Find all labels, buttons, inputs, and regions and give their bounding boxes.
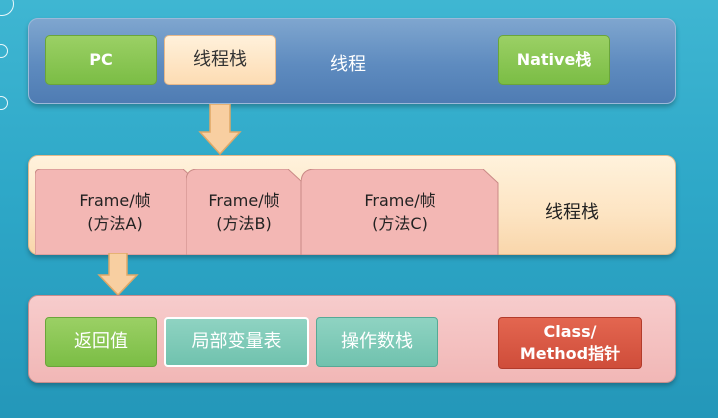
local-var-table-box: 局部变量表 xyxy=(164,317,309,367)
thread-label: 线程 xyxy=(330,54,366,75)
frame-c-line2: (方法C) xyxy=(372,214,428,233)
native-stack-label: Native栈 xyxy=(516,50,592,70)
class-method-line2: Method指针 xyxy=(519,344,621,363)
down-arrow-icon xyxy=(198,104,242,156)
pc-label: PC xyxy=(89,50,113,70)
frame-b-label: Frame/帧 (方法B) xyxy=(186,182,302,242)
frame-c-tab xyxy=(301,169,499,255)
frame-c-line1: Frame/帧 xyxy=(364,190,436,210)
frame-a-line2: (方法A) xyxy=(87,214,143,233)
local-var-table-label: 局部变量表 xyxy=(191,330,282,352)
thread-stack-panel-label: 线程栈 xyxy=(545,202,599,223)
thread-stack-label: 线程栈 xyxy=(193,48,247,70)
pc-box: PC xyxy=(45,35,157,85)
return-value-label: 返回值 xyxy=(74,330,128,352)
thread-stack-box: 线程栈 xyxy=(164,35,276,85)
operand-stack-box: 操作数栈 xyxy=(316,317,438,367)
native-stack-box: Native栈 xyxy=(498,35,610,85)
decoration-circle xyxy=(0,44,8,58)
decoration-circle xyxy=(0,96,8,110)
class-method-pointer-box: Class/ Method指针 xyxy=(498,317,642,369)
operand-stack-label: 操作数栈 xyxy=(341,330,413,352)
down-arrow-icon xyxy=(97,253,139,297)
return-value-box: 返回值 xyxy=(45,317,157,367)
frame-b-line2: (方法B) xyxy=(216,214,272,233)
decoration-circle xyxy=(0,0,14,16)
frame-b-line1: Frame/帧 xyxy=(208,190,280,210)
class-method-line1: Class/ xyxy=(543,322,597,342)
frame-a-label: Frame/帧 (方法A) xyxy=(35,182,195,242)
frame-a-line1: Frame/帧 xyxy=(79,190,151,210)
frame-c-label: Frame/帧 (方法C) xyxy=(301,182,499,242)
